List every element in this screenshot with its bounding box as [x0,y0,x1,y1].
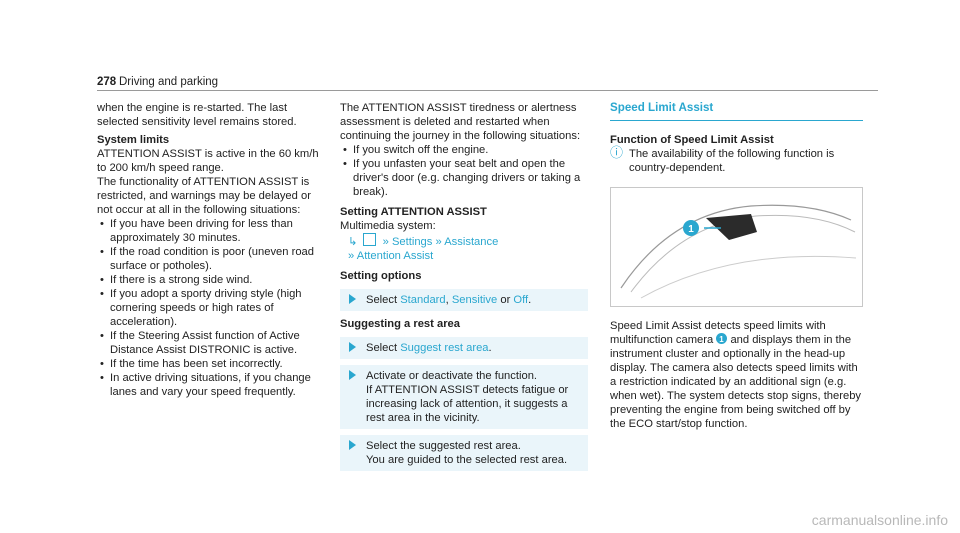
step-arrow-icon [349,294,356,304]
select-suggested: Select the suggested rest area. [366,440,521,452]
select-word: Select [366,294,398,306]
or-word: or [500,294,511,306]
system-limits-heading: System limits [97,134,170,146]
home-icon[interactable] [363,233,377,246]
option-off[interactable]: Off [513,294,529,306]
list-item: If you have been driving for less than a… [97,217,329,245]
watermark: carmanualsonline.info [811,512,948,528]
reset-list: If you switch off the engine. If you unf… [340,143,588,199]
availability-note: ⓘ The availability of the following func… [610,145,865,175]
activate-text: Activate or deactivate the function. [366,370,538,382]
list-item: If there is a strong side wind. [97,273,329,287]
page-number: 278 [97,76,117,88]
limits-list: If you have been driving for less than a… [97,217,329,399]
step-suggest: Select Suggest rest area. [340,337,588,359]
suggest-heading: Suggesting a rest area [340,318,460,330]
chevron-icon: » [348,250,355,262]
limits-text: ATTENTION ASSIST is active in the 60 km/… [97,148,319,174]
path-arrow-icon: ↳ [348,236,358,248]
list-item: If the Steering Assist function of Activ… [97,329,329,357]
speed-limit-description: Speed Limit Assist detects speed limits … [610,319,865,431]
svg-text:1: 1 [720,335,725,344]
guided-text: You are guided to the selected rest area… [366,454,568,466]
callout-number: 1 [688,224,694,235]
step-arrow-icon [349,370,356,380]
activate-text-2: If ATTENTION ASSIST detects fatigue or i… [366,384,569,424]
list-item: If you unfasten your seat belt and open … [340,157,588,199]
section-title: Driving and parking [119,76,219,88]
page-header: 278 Driving and parking [97,72,878,91]
callout-inline-icon: 1 [716,333,728,344]
option-sensitive[interactable]: Sensitive [451,294,498,306]
desc-part-a: Speed Limit Assist detects speed limits … [610,320,826,346]
list-item: If you adopt a sporty driving style (hig… [97,287,329,329]
windshield-outline [620,204,852,289]
windshield-camera-figure: 1 [610,187,863,307]
options-heading: Setting options [340,270,422,282]
column-1: when the engine is re-started. The last … [97,101,329,399]
list-item: If the road condition is poor (uneven ro… [97,245,329,273]
camera-unit-icon [706,214,757,240]
function-heading: Function of Speed Limit Assist [610,134,774,146]
speed-limit-section-title: Speed Limit Assist [610,101,863,121]
select-word: Select [366,342,398,354]
list-item: If the time has been set incorrectly. [97,357,329,371]
setting-heading: Setting ATTENTION ASSIST [340,206,487,218]
column-3: Speed Limit Assist Function of Speed Lim… [610,101,865,431]
info-icon: ⓘ [610,145,624,160]
reset-intro: The ATTENTION ASSIST tiredness or alertn… [340,102,581,142]
list-item: If you switch off the engine. [340,143,588,157]
option-suggest-rest-area[interactable]: Suggest rest area [400,342,489,354]
path-settings[interactable]: Settings [391,236,433,248]
list-item: In active driving situations, if you cha… [97,371,329,399]
step-activate: Activate or deactivate the function. If … [340,365,588,429]
step-arrow-icon [349,440,356,450]
path-assistance[interactable]: Assistance [444,236,499,248]
dashboard-line [640,255,857,299]
windshield-inner [630,214,856,293]
callout-marker [683,220,699,236]
chevron-icon: » [435,236,442,248]
chevron-icon: » [382,236,389,248]
step-select-option: Select Standard, Sensitive or Off. [340,289,588,311]
option-standard[interactable]: Standard [400,294,446,306]
intro-text: when the engine is re-started. The last … [97,102,297,128]
path-attention-assist[interactable]: Attention Assist [356,250,434,262]
multimedia-label: Multimedia system: [340,220,436,232]
column-2: The ATTENTION ASSIST tiredness or alertn… [340,101,588,471]
menu-path-2: » Attention Assist [340,249,588,263]
note-text: The availability of the following functi… [629,148,835,174]
desc-part-b: and displays them in the instrument clus… [610,334,862,430]
windshield-illustration: 1 [620,204,857,299]
menu-path: ↳ » Settings » Assistance [340,233,588,249]
limits-text-2: The functionality of ATTENTION ASSIST is… [97,176,311,216]
step-select-rest-area: Select the suggested rest area. You are … [340,435,588,471]
step-arrow-icon [349,342,356,352]
